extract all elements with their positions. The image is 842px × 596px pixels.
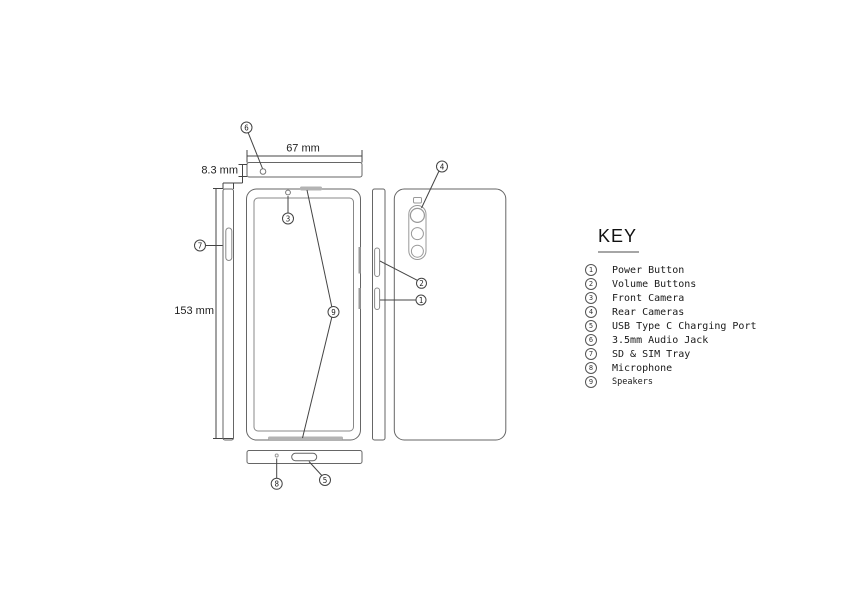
callout-rear-cameras-4: 4 — [436, 160, 448, 173]
front-view — [246, 186, 361, 441]
thickness-dimension — [222, 164, 247, 189]
top-edge-view — [246, 162, 363, 178]
key-item-5-label: USB Type C Charging Port — [612, 320, 757, 332]
power-button-edge — [358, 288, 361, 309]
leader-lines — [205, 132, 440, 479]
key-item-8-label: Microphone — [612, 362, 673, 374]
callout-7-number: 7 — [198, 241, 203, 250]
bottom-speaker — [268, 436, 343, 440]
bottom-edge-view — [246, 450, 363, 464]
sim-tray-slot — [225, 227, 233, 261]
key-item-2-label: Volume Buttons — [612, 278, 697, 290]
callout-2-number: 2 — [419, 279, 424, 288]
rear-camera-middle — [410, 227, 424, 241]
leader-usb — [308, 461, 323, 476]
key-item-5-circle: 5 — [585, 320, 597, 332]
key-title: KEY — [598, 226, 638, 246]
back-view — [393, 188, 507, 441]
rear-camera-module — [408, 205, 427, 260]
key-item-sim-tray: 7 SD & SIM Tray — [585, 347, 815, 361]
key-item-6-label: 3.5mm Audio Jack — [612, 334, 709, 346]
key-item-rear-cameras: 4 Rear Cameras — [585, 305, 815, 319]
key-item-3-circle: 3 — [585, 292, 597, 304]
key-item-3-label: Front Camera — [612, 292, 685, 304]
thickness-dimension-label: 8.3 mm — [201, 165, 238, 177]
callout-microphone-8: 8 — [270, 477, 283, 490]
key-list: 1 Power Button 2 Volume Buttons 3 Front … — [585, 263, 815, 389]
key-title-underline — [598, 251, 639, 253]
height-dimension-label: 153 mm — [174, 305, 214, 317]
key-item-6-circle: 6 — [585, 334, 597, 346]
callout-6-number: 6 — [244, 123, 249, 132]
rear-camera-bottom — [410, 244, 424, 258]
back-view-outline — [393, 188, 507, 441]
key-item-usb-port: 5 USB Type C Charging Port — [585, 319, 815, 333]
bottom-edge-outline — [246, 450, 363, 464]
key-item-1-label: Power Button — [612, 264, 685, 276]
callout-power-1: 1 — [415, 294, 427, 306]
usb-c-port — [291, 452, 318, 462]
callout-front-camera-3: 3 — [282, 212, 294, 225]
leader-rear-cameras — [421, 170, 440, 209]
key-item-power-button: 1 Power Button — [585, 263, 815, 277]
callout-9-number: 9 — [331, 308, 336, 317]
left-side-outline — [222, 188, 234, 441]
callout-1-number: 1 — [419, 296, 424, 305]
volume-button-edge — [358, 247, 361, 274]
callout-audio-jack-6: 6 — [240, 121, 253, 134]
callout-8-number: 8 — [274, 480, 279, 489]
key-item-8-circle: 8 — [585, 362, 597, 374]
callout-5-number: 5 — [323, 476, 328, 485]
key-item-1-circle: 1 — [585, 264, 597, 276]
volume-button — [374, 247, 381, 277]
width-dimension — [246, 150, 363, 163]
callout-speakers-9: 9 — [327, 306, 340, 318]
top-edge-outline — [246, 162, 363, 178]
callout-volume-2: 2 — [416, 277, 427, 289]
callout-usb-5: 5 — [319, 474, 331, 486]
key-item-microphone: 8 Microphone — [585, 361, 815, 375]
callout-sim-tray-7: 7 — [194, 239, 206, 252]
key-item-2-circle: 2 — [585, 278, 597, 290]
key-item-9-label: Speakers — [612, 377, 653, 387]
key-item-7-label: SD & SIM Tray — [612, 348, 691, 360]
audio-jack-hole — [259, 168, 267, 175]
front-view-outline — [246, 188, 361, 441]
leader-audio-jack — [247, 132, 263, 169]
key-item-4-circle: 4 — [585, 306, 597, 318]
key-item-volume-buttons: 2 Volume Buttons — [585, 277, 815, 291]
width-dimension-label: 67 mm — [286, 143, 320, 155]
right-side-view — [372, 188, 386, 441]
callouts: 1 2 3 4 5 6 7 — [194, 121, 448, 490]
left-side-view — [222, 188, 234, 441]
flash — [413, 197, 422, 204]
key-item-4-label: Rear Cameras — [612, 306, 685, 318]
front-camera — [285, 189, 291, 196]
power-button — [374, 287, 381, 310]
key-item-7-circle: 7 — [585, 348, 597, 360]
leader-volume — [379, 260, 418, 281]
key-item-front-camera: 3 Front Camera — [585, 291, 815, 305]
key-item-speakers: 9 Speakers — [585, 375, 815, 389]
leader-speaker-bottom — [302, 317, 333, 439]
right-side-outline — [372, 188, 386, 441]
callout-3-number: 3 — [286, 214, 291, 223]
microphone-hole — [274, 453, 279, 458]
leader-speaker-top — [306, 189, 333, 307]
key-panel: KEY 1 Power Button 2 Volume Buttons 3 Fr… — [585, 226, 815, 389]
key-item-audio-jack: 6 3.5mm Audio Jack — [585, 333, 815, 347]
rear-camera-top — [409, 207, 425, 223]
key-item-9-circle: 9 — [585, 376, 597, 388]
callout-4-number: 4 — [440, 162, 445, 171]
earpiece-speaker — [300, 186, 322, 191]
